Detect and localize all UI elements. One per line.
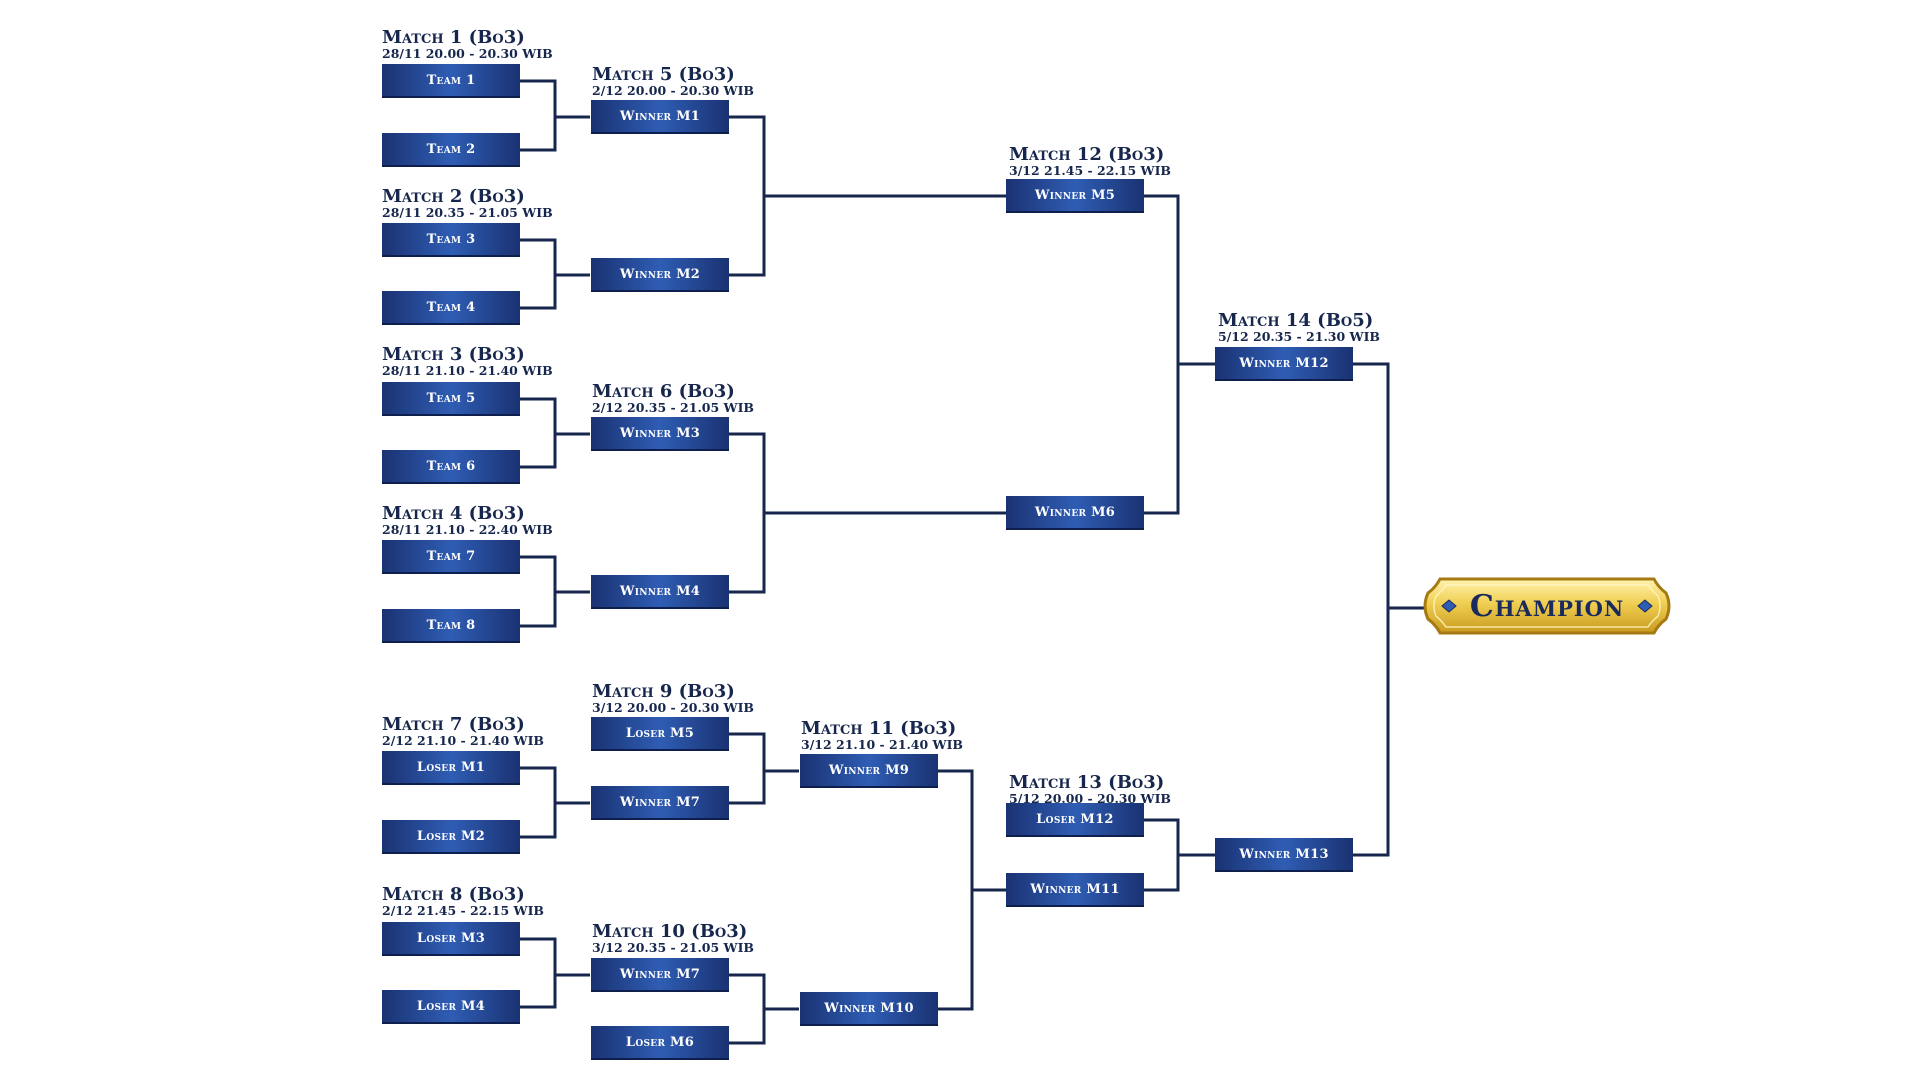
match-schedule: 28/11 21.10 - 21.40 WIB [382,363,553,378]
slot-winner-m9[interactable]: Winner M9 [800,754,938,788]
match-title: Match 10 (Bo3) [592,921,748,942]
slot-loser-m12[interactable]: Loser M12 [1006,803,1144,837]
match-11-header: Match 11 (Bo3) 3/12 21.10 - 21.40 WIB [801,720,963,752]
slot-team-8[interactable]: Team 8 [382,609,520,643]
match-schedule: 3/12 20.00 - 20.30 WIB [592,700,754,715]
match-title: Match 5 (Bo3) [592,64,735,85]
slot-winner-m5[interactable]: Winner M5 [1006,179,1144,213]
match-1-header: Match 1 (Bo3) 28/11 20.00 - 20.30 WIB [382,29,553,61]
champion-badge: Champion [1422,573,1672,639]
match-14-header: Match 14 (Bo5) 5/12 20.35 - 21.30 WIB [1218,312,1380,344]
match-schedule: 5/12 20.00 - 20.30 WIB [1009,791,1171,806]
match-schedule: 3/12 21.45 - 22.15 WIB [1009,163,1171,178]
match-schedule: 3/12 21.10 - 21.40 WIB [801,737,963,752]
match-9-header: Match 9 (Bo3) 3/12 20.00 - 20.30 WIB [592,683,754,715]
slot-loser-m2[interactable]: Loser M2 [382,820,520,854]
slot-team-4[interactable]: Team 4 [382,291,520,325]
slot-loser-m1[interactable]: Loser M1 [382,751,520,785]
match-title: Match 13 (Bo3) [1009,772,1165,793]
slot-winner-m12[interactable]: Winner M12 [1215,347,1353,381]
slot-winner-m4[interactable]: Winner M4 [591,575,729,609]
slot-winner-m11[interactable]: Winner M11 [1006,873,1144,907]
slot-winner-m1[interactable]: Winner M1 [591,100,729,134]
match-schedule: 28/11 20.35 - 21.05 WIB [382,205,553,220]
match-6-header: Match 6 (Bo3) 2/12 20.35 - 21.05 WIB [592,383,754,415]
match-7-header: Match 7 (Bo3) 2/12 21.10 - 21.40 WIB [382,716,544,748]
match-title: Match 1 (Bo3) [382,27,525,48]
match-title: Match 12 (Bo3) [1009,144,1165,165]
slot-team-1[interactable]: Team 1 [382,64,520,98]
match-2-header: Match 2 (Bo3) 28/11 20.35 - 21.05 WIB [382,188,553,220]
match-3-header: Match 3 (Bo3) 28/11 21.10 - 21.40 WIB [382,346,553,378]
match-title: Match 3 (Bo3) [382,344,525,365]
match-schedule: 2/12 21.10 - 21.40 WIB [382,733,544,748]
match-8-header: Match 8 (Bo3) 2/12 21.45 - 22.15 WIB [382,886,544,918]
slot-team-6[interactable]: Team 6 [382,450,520,484]
slot-winner-m2[interactable]: Winner M2 [591,258,729,292]
slot-winner-m3[interactable]: Winner M3 [591,417,729,451]
slot-winner-m13[interactable]: Winner M13 [1215,838,1353,872]
slot-team-7[interactable]: Team 7 [382,540,520,574]
match-10-header: Match 10 (Bo3) 3/12 20.35 - 21.05 WIB [592,923,754,955]
match-schedule: 3/12 20.35 - 21.05 WIB [592,940,754,955]
slot-team-2[interactable]: Team 2 [382,133,520,167]
slot-loser-m4[interactable]: Loser M4 [382,990,520,1024]
match-title: Match 8 (Bo3) [382,884,525,905]
slot-loser-m6[interactable]: Loser M6 [591,1026,729,1060]
match-4-header: Match 4 (Bo3) 28/11 21.10 - 22.40 WIB [382,505,553,537]
slot-loser-m5[interactable]: Loser M5 [591,717,729,751]
slot-winner-m10[interactable]: Winner M10 [800,992,938,1026]
match-title: Match 7 (Bo3) [382,714,525,735]
match-12-header: Match 12 (Bo3) 3/12 21.45 - 22.15 WIB [1009,146,1171,178]
match-title: Match 14 (Bo5) [1218,310,1374,331]
match-5-header: Match 5 (Bo3) 2/12 20.00 - 20.30 WIB [592,66,754,98]
match-schedule: 2/12 20.35 - 21.05 WIB [592,400,754,415]
match-13-header: Match 13 (Bo3) 5/12 20.00 - 20.30 WIB [1009,774,1171,806]
match-title: Match 6 (Bo3) [592,381,735,402]
champion-label: Champion [1469,588,1625,624]
match-schedule: 2/12 20.00 - 20.30 WIB [592,83,754,98]
champion-plaque [1423,577,1671,635]
slot-winner-m7-b[interactable]: Winner M7 [591,958,729,992]
match-schedule: 28/11 21.10 - 22.40 WIB [382,522,553,537]
match-title: Match 4 (Bo3) [382,503,525,524]
slot-winner-m6[interactable]: Winner M6 [1006,496,1144,530]
match-title: Match 11 (Bo3) [801,718,957,739]
slot-loser-m3[interactable]: Loser M3 [382,922,520,956]
match-schedule: 2/12 21.45 - 22.15 WIB [382,903,544,918]
slot-team-3[interactable]: Team 3 [382,223,520,257]
match-title: Match 9 (Bo3) [592,681,735,702]
match-schedule: 28/11 20.00 - 20.30 WIB [382,46,553,61]
match-schedule: 5/12 20.35 - 21.30 WIB [1218,329,1380,344]
slot-winner-m7[interactable]: Winner M7 [591,786,729,820]
slot-team-5[interactable]: Team 5 [382,382,520,416]
match-title: Match 2 (Bo3) [382,186,525,207]
